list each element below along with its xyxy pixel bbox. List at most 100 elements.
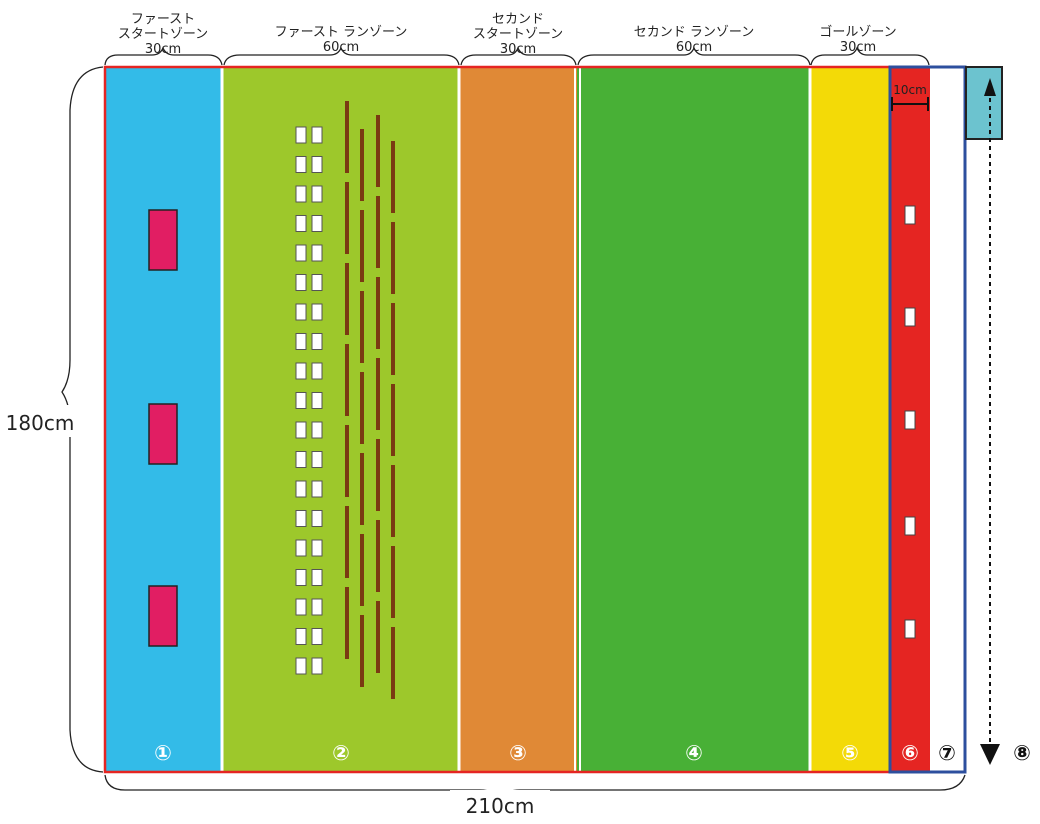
bar-segment [360,534,364,606]
peg [295,244,307,262]
zone-headers: ファースト スタートゾーン 30cm ファースト ランゾーン 60cm セカンド… [104,12,930,66]
peg [311,480,323,498]
course-border-blue [888,65,967,774]
pink-block [148,585,178,647]
bar-segment [376,358,380,430]
zone-3-title-line1: セカンド [492,12,544,27]
peg [311,421,323,439]
bar-segment [376,439,380,511]
zone-fills [105,67,930,772]
bar-segment [376,115,380,187]
pink-blocks [148,209,178,647]
width-label: 210cm [466,794,535,818]
zone-4-title: セカンド ランゾーン [634,25,754,40]
bar-segment [376,196,380,268]
peg [311,185,323,203]
peg [311,156,323,173]
bar-segment [391,222,395,294]
arrow-head-up [984,78,996,96]
bar-segment [376,601,380,673]
bar-segment [345,182,349,254]
peg [311,451,323,468]
bar-segment [360,291,364,363]
peg [295,480,307,498]
peg [311,569,323,586]
bar-segment [360,615,364,687]
white-mark [904,516,916,536]
zone-number-7: ⑦ [938,741,956,765]
bar-segment [345,425,349,497]
zone-1-title-line2: スタートゾーン [118,27,208,42]
zone-number-6: ⑥ [901,741,919,765]
peg [311,333,323,350]
zone-2-size: 60cm [323,40,359,55]
peg [311,126,323,144]
peg [295,539,307,557]
peg [311,244,323,262]
zone-3-second-start [459,67,577,772]
peg [311,215,323,232]
white-mark [904,307,916,327]
bar-segment [391,627,395,699]
zone-number-1: ① [154,741,172,765]
peg [311,510,323,527]
zone-5-title: ゴールゾーン [819,24,896,40]
bar-segment [376,277,380,349]
robot [965,66,1003,140]
zone-number-8: ⑧ [1013,741,1031,765]
zone-number-4: ④ [685,741,703,765]
bar-segment [391,141,395,213]
zone-separators [220,67,812,772]
zone-4-second-run [577,67,810,772]
bar-segment [345,101,349,173]
peg [295,274,307,291]
bar-segment [360,453,364,525]
peg [311,628,323,645]
bar-segment [391,546,395,618]
peg-grid [295,126,323,675]
peg [295,421,307,439]
peg [311,392,323,409]
peg [311,362,323,380]
peg [295,362,307,380]
bar-segment [345,263,349,335]
height-label: 180cm [6,411,75,435]
zone-number-3: ③ [509,741,527,765]
peg [295,392,307,409]
peg [295,598,307,616]
peg [295,333,307,350]
peg [311,274,323,291]
tape-width-label: 10cm [893,83,927,97]
peg [295,657,307,675]
zone-numbers: ① ② ③ ④ ⑤ ⑥ ⑦ ⑧ [154,741,1031,765]
zone-2-first-run [222,67,459,772]
peg [295,156,307,173]
bar-segment [391,303,395,375]
peg [295,451,307,468]
width-dimension: 210cm [104,774,966,818]
zone-1-size: 30cm [145,42,181,57]
bar-segment [345,506,349,578]
zone-3-size: 30cm [500,42,536,57]
peg [295,215,307,232]
white-marks [904,205,916,639]
peg [295,628,307,645]
white-mark [904,410,916,430]
peg [295,569,307,586]
tape-width-dimension: 10cm [891,83,929,111]
peg [311,657,323,675]
zone-5-goal [810,67,890,772]
peg [295,510,307,527]
peg [311,598,323,616]
peg [295,185,307,203]
bar-segment [360,372,364,444]
zone-2-title: ファースト ランゾーン [275,25,408,40]
zone-3-title-line2: スタートゾーン [473,27,563,42]
peg [311,539,323,557]
bar-segment [345,587,349,659]
peg [295,303,307,321]
bar-columns [345,101,395,699]
zone-4-size: 60cm [676,40,712,55]
arrow-head-down [980,744,1000,765]
